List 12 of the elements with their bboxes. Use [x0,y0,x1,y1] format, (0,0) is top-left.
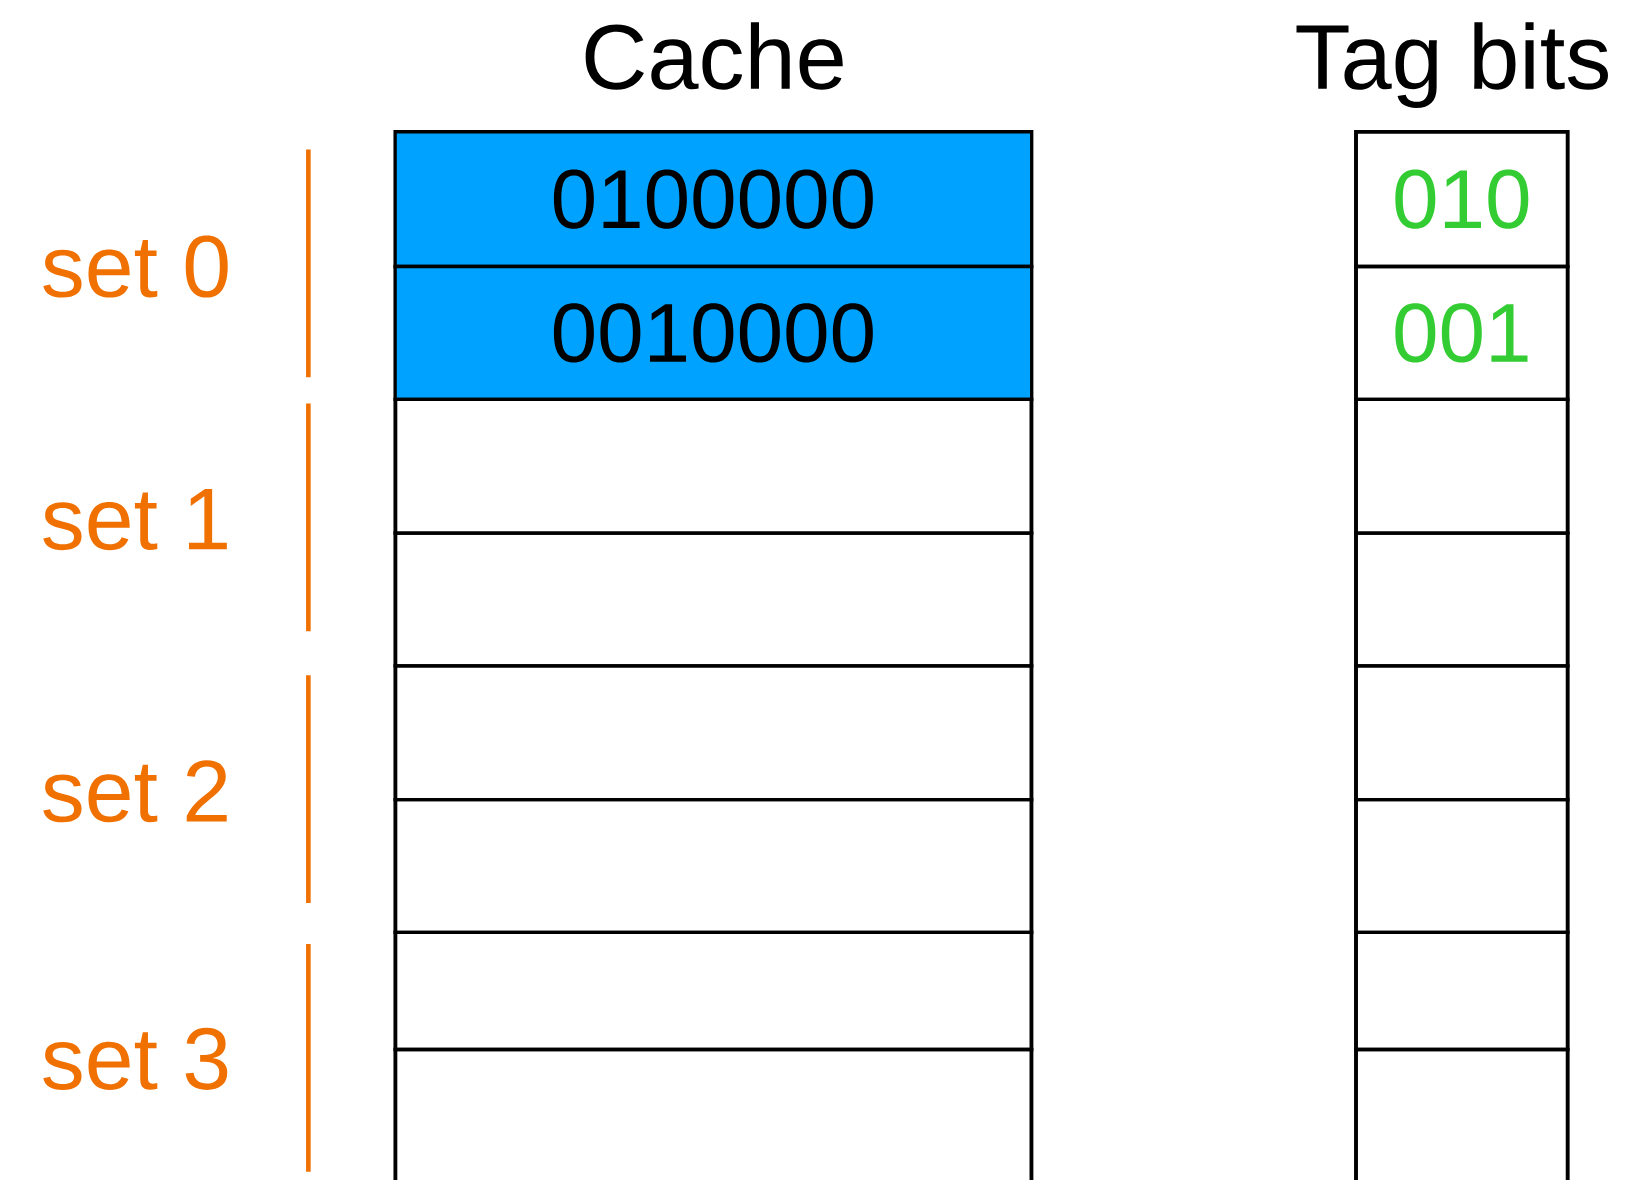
node-label: Tag bits [1296,22,1608,108]
empty-cell [1354,797,1570,934]
tag-cell: 001 [1354,264,1570,401]
set-label: set 0 [43,235,228,298]
tag-cell: 010 [1354,130,1570,269]
empty-cell [1354,1047,1570,1180]
set-label: set 1 [43,488,227,551]
empty-cell [393,1047,1034,1180]
set-label: set 3 [43,1027,228,1090]
empty-cell [393,797,1034,934]
set-label: set 2 [43,760,227,823]
node-label: Cache [585,22,843,90]
